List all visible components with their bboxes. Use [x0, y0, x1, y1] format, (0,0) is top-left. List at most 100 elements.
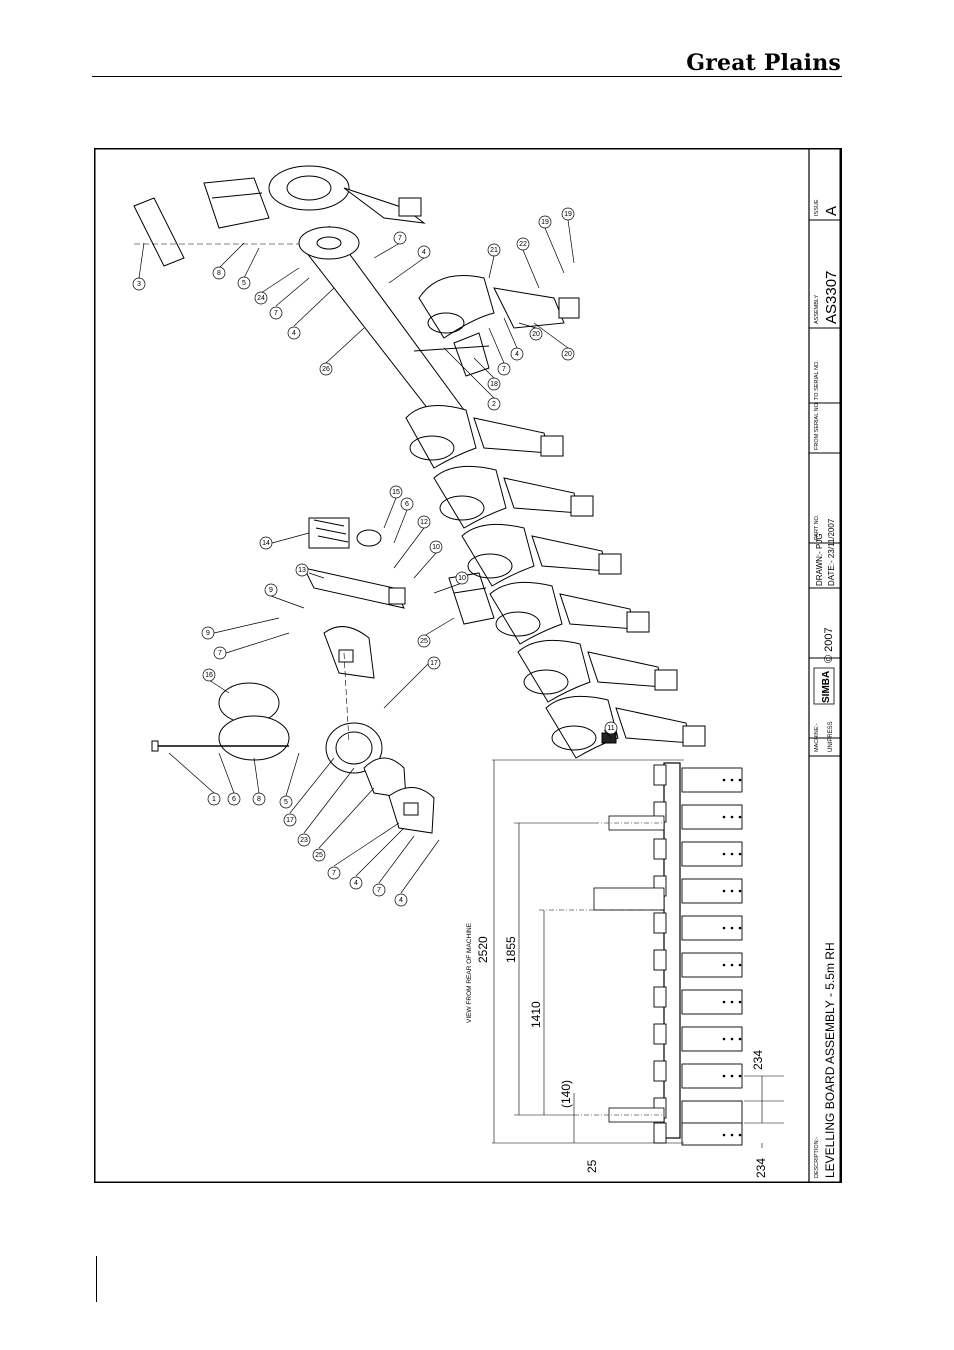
levelling-tine-unit [517, 639, 678, 703]
levelling-tine-unit [433, 465, 594, 529]
balloon-8-b: 8 [252, 757, 266, 806]
svg-text:17: 17 [286, 817, 294, 824]
drawn-by: DRAWN:- PJG [815, 533, 824, 586]
balloon-7-a: 7 [269, 277, 310, 320]
balloon-12: 12 [393, 515, 431, 569]
balloon-4-d: 4 [349, 827, 405, 890]
svg-text:20: 20 [564, 351, 572, 358]
sheet-border [94, 148, 842, 1183]
balloon-8: 8 [212, 242, 245, 280]
simba-logo-box [813, 667, 835, 705]
balloon-20-b: 20 [518, 322, 543, 341]
balloon-10-a: 10 [413, 540, 443, 579]
title-block [808, 148, 841, 1183]
svg-text:3: 3 [137, 281, 141, 288]
svg-text:11: 11 [607, 725, 614, 732]
levelling-tine-unit [405, 405, 564, 469]
balloon-7-f: 7 [372, 835, 415, 897]
issue-label: ISSUE [814, 199, 820, 216]
view-label: VIEW FROM REAR OF MACHINE [466, 922, 473, 1023]
svg-text:19: 19 [541, 219, 549, 226]
svg-text:15: 15 [392, 489, 400, 496]
levelling-tine-unit [489, 581, 650, 645]
balloon-17-a: 17 [383, 656, 441, 709]
svg-text:24: 24 [257, 295, 265, 302]
balloon-16: 16 [202, 668, 230, 694]
machine-label: MACHINE:- [814, 723, 820, 752]
from-serial-label: FROM SERIAL NO. [814, 401, 820, 450]
svg-text:7: 7 [218, 650, 222, 657]
svg-text:18: 18 [490, 381, 498, 388]
svg-text:9: 9 [206, 630, 210, 637]
drawing-sheet-svg: DESCRIPTION:- LEVELLING BOARD ASSEMBLY -… [94, 148, 842, 1183]
balloon-7-b: 7 [373, 231, 407, 259]
to-serial-label: TO SERIAL NO. [814, 360, 820, 400]
balloon-10-b: 10 [433, 571, 469, 594]
dim-234-bottom: 234 [754, 1158, 768, 1178]
svg-text:16: 16 [205, 672, 213, 679]
brand-logo: Great Plains [686, 50, 841, 76]
drawing-date: DATE:- 23/11/2007 [827, 518, 836, 586]
levelling-tine-unit [461, 523, 622, 587]
svg-text:7: 7 [377, 887, 381, 894]
balloon-25-b: 25 [312, 787, 375, 862]
levelling-tine-unit [545, 695, 706, 759]
machine-text: UNIPRESS [828, 721, 834, 752]
balloon-3: 3 [132, 242, 146, 291]
header-divider [92, 76, 842, 77]
svg-text:7: 7 [332, 870, 336, 877]
svg-text:19: 19 [564, 211, 572, 218]
svg-text:20: 20 [532, 331, 540, 338]
svg-text:13: 13 [298, 567, 306, 574]
assembly-number: AS3307 [823, 271, 840, 324]
balloon-14: 14 [259, 532, 310, 550]
balloon-21: 21 [487, 243, 501, 279]
svg-text:14: 14 [262, 540, 270, 547]
svg-text:8: 8 [217, 270, 221, 277]
footer-divider [96, 1256, 97, 1302]
svg-text:6: 6 [405, 501, 409, 508]
balloon-19-b: 19 [561, 207, 575, 264]
dim-140: (140) [559, 1080, 573, 1108]
svg-text:25: 25 [420, 638, 428, 645]
svg-text:10: 10 [458, 575, 466, 582]
rear-view [539, 762, 743, 1146]
simba-logo: SIMBA [821, 671, 832, 703]
svg-text:9: 9 [269, 587, 273, 594]
balloon-17-b: 17 [283, 757, 335, 827]
svg-text:6: 6 [232, 796, 236, 803]
svg-text:7: 7 [274, 310, 278, 317]
dim-1410: 1410 [529, 1001, 543, 1028]
balloon-15: 15 [383, 485, 403, 529]
balloon-5-b: 5 [279, 752, 300, 809]
balloon-9-b: 9 [201, 617, 280, 640]
balloon-22: 22 [516, 237, 540, 289]
part-no-label: PART NO. [814, 514, 820, 540]
svg-text:1: 1 [212, 796, 216, 803]
copyright-text: © 2007 [823, 627, 835, 663]
balloon-19-a: 19 [538, 215, 565, 274]
balloon-9-a: 9 [264, 583, 305, 609]
balloon-24: 24 [254, 267, 300, 305]
description-text: LEVELLING BOARD ASSEMBLY - 5.5m RH [823, 942, 837, 1178]
svg-text:4: 4 [422, 249, 426, 256]
dimension-labels: VIEW FROM REAR OF MACHINE 2520 1855 1410… [466, 922, 768, 1178]
part-balloons: 3 8 5 24 7 4 26 7 4 21 22 19 19 20 20 4 … [132, 207, 618, 907]
svg-text:22: 22 [519, 241, 527, 248]
dim-234-top: 234 [751, 1050, 765, 1070]
balloon-1: 1 [168, 752, 221, 806]
svg-text:17: 17 [430, 660, 438, 667]
balloon-6-b: 6 [218, 752, 241, 806]
exploded-assembly [133, 165, 706, 834]
assembly-drawing: DESCRIPTION:- LEVELLING BOARD ASSEMBLY -… [94, 148, 842, 1183]
svg-text:5: 5 [242, 280, 246, 287]
dim-overall: 2520 [476, 936, 490, 963]
balloon-25-a: 25 [417, 617, 455, 648]
svg-text:4: 4 [399, 897, 403, 904]
balloon-26: 26 [319, 327, 365, 376]
balloon-4-b: 4 [388, 245, 431, 284]
svg-text:4: 4 [354, 880, 358, 887]
balloon-7-e: 7 [327, 822, 400, 880]
balloon-2: 2 [443, 347, 501, 411]
tine-bolt-holes [722, 778, 742, 1137]
